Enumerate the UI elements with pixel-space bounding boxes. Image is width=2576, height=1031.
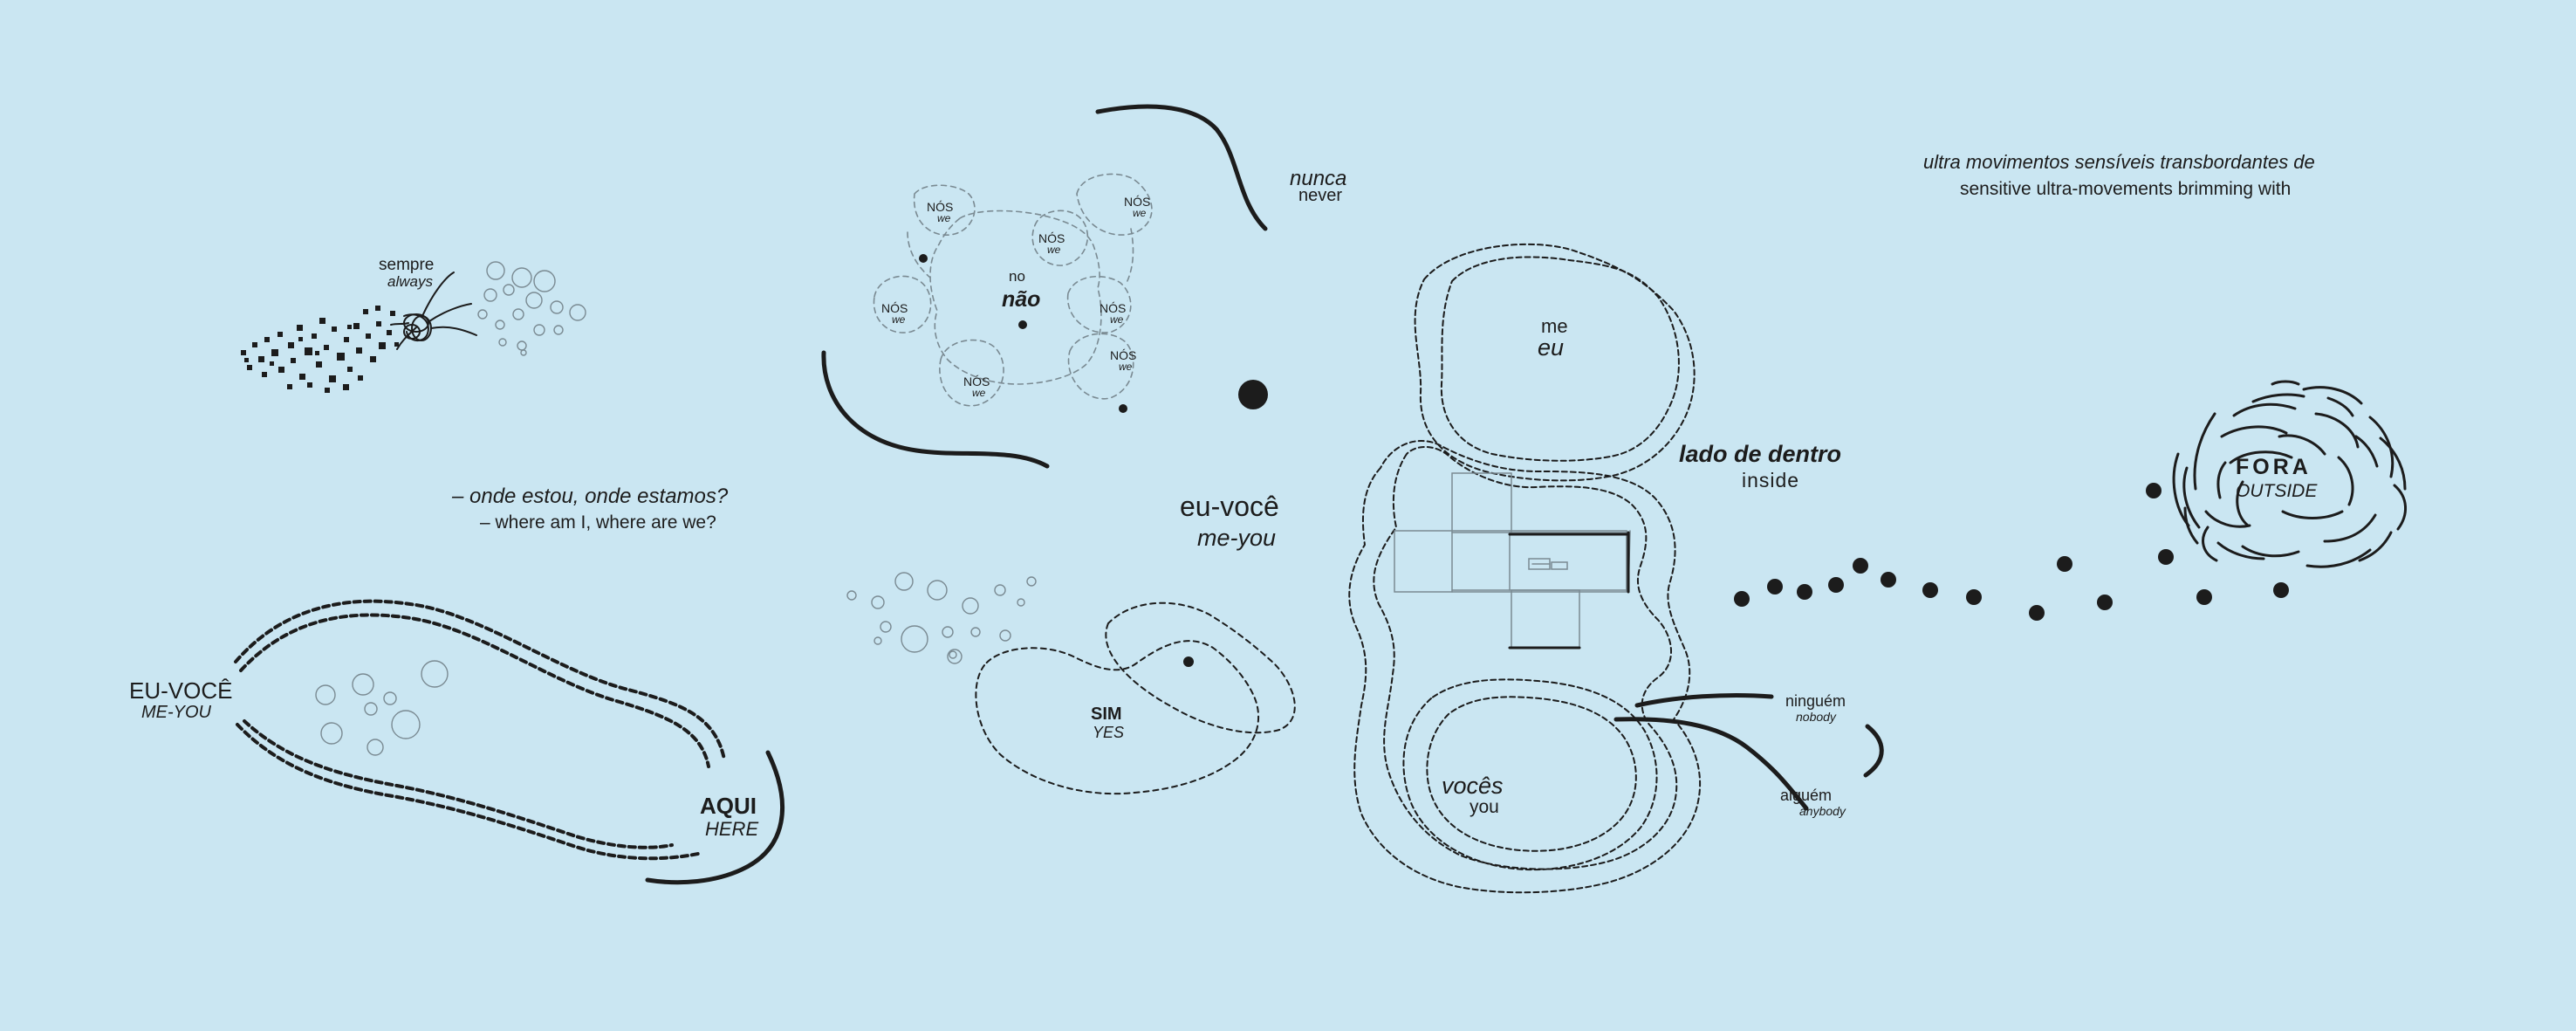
label-fora: FORA	[2236, 455, 2312, 479]
fora-tangle	[2172, 380, 2407, 568]
large-dot	[1238, 380, 1268, 409]
label-me-you: me-you	[1197, 525, 1277, 551]
label-we: we	[1110, 313, 1124, 326]
label-outside: OUTSIDE	[2236, 481, 2318, 501]
sempre-tangle	[390, 271, 477, 350]
nao-solid-arcs	[821, 104, 1268, 469]
label-never: never	[1298, 186, 1343, 205]
label-eu: eu	[1538, 334, 1565, 361]
label-we: we	[972, 387, 986, 399]
central-plan-solid	[1508, 531, 1630, 650]
question-english: – where am I, where are we?	[480, 512, 716, 533]
label-me-you-caps: ME-YOU	[141, 703, 211, 722]
label-eu-voce-caps: EU-VOCÊ	[129, 677, 233, 704]
label-ninguem: ninguém	[1785, 692, 1846, 710]
dot-trail	[1734, 483, 2289, 621]
label-lado-de-dentro: lado de dentro	[1679, 441, 1842, 467]
caption-english: sensitive ultra-movements brimming with	[1960, 179, 2292, 199]
label-we: we	[1119, 361, 1133, 373]
label-we: we	[892, 313, 906, 326]
label-you: you	[1470, 797, 1499, 817]
aqui-double-dashed-loop	[234, 599, 726, 861]
ninguem-alguem-lines	[1613, 692, 1884, 811]
label-me: me	[1541, 315, 1568, 337]
label-we: we	[1133, 207, 1147, 219]
central-plan-drawing	[1394, 472, 1631, 649]
nao-dots	[919, 254, 1127, 413]
label-nos: NÓS	[1124, 195, 1151, 209]
label-voces: vocês	[1442, 773, 1504, 799]
label-sempre: sempre	[379, 256, 435, 274]
label-no: no	[1009, 268, 1025, 285]
label-we: we	[937, 212, 951, 224]
label-yes: YES	[1093, 724, 1125, 741]
label-nobody: nobody	[1796, 710, 1836, 724]
label-sim: SIM	[1091, 705, 1122, 724]
label-always: always	[387, 273, 433, 290]
aqui-bubbles	[315, 660, 449, 756]
label-nos: NÓS	[881, 301, 908, 315]
label-nunca: nunca	[1290, 167, 1347, 190]
sim-bubbles	[846, 572, 1037, 664]
nos-dashed-blobs	[873, 173, 1153, 407]
question-portuguese: – onde estou, onde estamos?	[452, 485, 729, 508]
label-aqui: AQUI	[700, 793, 757, 819]
label-nos: NÓS	[1038, 231, 1065, 245]
label-nos: NÓS	[1110, 348, 1137, 362]
label-we: we	[1047, 244, 1061, 256]
sim-dashed-blobs	[975, 601, 1296, 795]
sim-dot	[1183, 656, 1194, 667]
label-here: HERE	[705, 818, 759, 840]
label-inside: inside	[1742, 469, 1800, 491]
caption-portuguese: ultra movimentos sensíveis transbordante…	[1923, 151, 2315, 173]
label-eu-voce: eu-você	[1180, 491, 1279, 522]
aqui-solid-arc	[645, 750, 784, 885]
label-alguem: alguém	[1780, 787, 1833, 804]
sempre-square-cluster	[241, 306, 399, 393]
sempre-bubbles	[477, 261, 586, 356]
central-dashed-contours	[1348, 243, 1702, 894]
label-nao: não	[1002, 287, 1041, 312]
label-nos: NÓS	[1100, 301, 1127, 315]
label-nos: NÓS	[963, 375, 990, 388]
label-nos: NÓS	[927, 200, 954, 214]
label-anybody: anybody	[1799, 804, 1846, 818]
